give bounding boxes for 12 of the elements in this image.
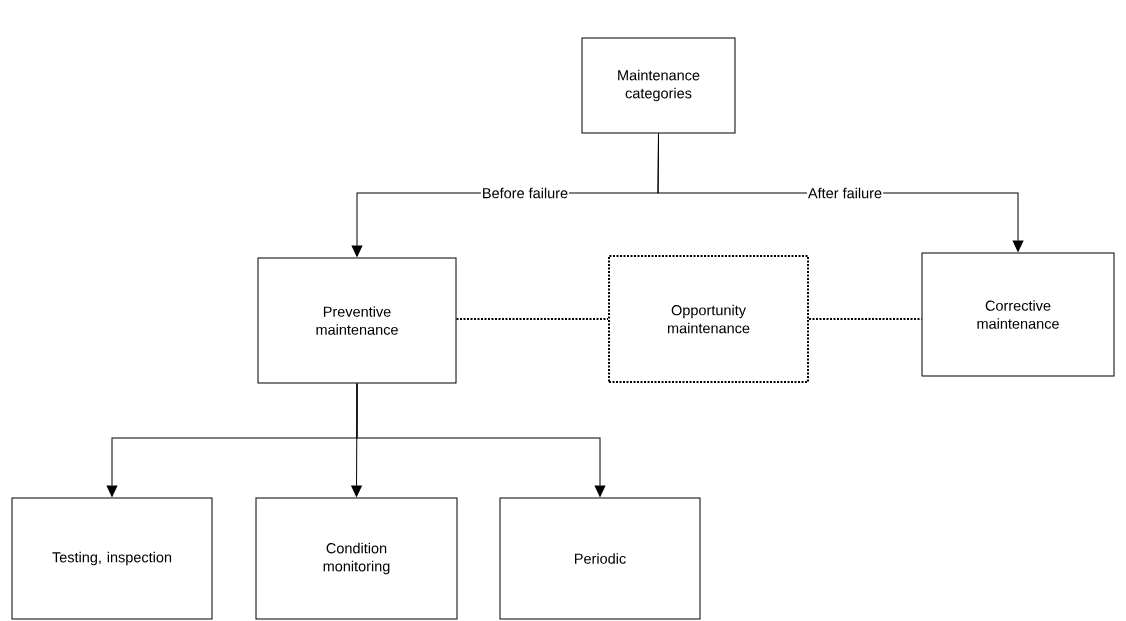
dotted-box: Opportunity maintenance xyxy=(608,255,809,383)
box: Corrective maintenance xyxy=(921,252,1115,377)
box: Condition monitoring xyxy=(255,497,458,620)
edge-label: After failure xyxy=(807,187,882,199)
connector-line xyxy=(808,318,923,320)
box: Maintenance categories xyxy=(581,37,736,134)
edge-label: Before failure xyxy=(483,187,568,199)
connector-line xyxy=(455,318,609,320)
box: Preventive maintenance xyxy=(257,257,457,384)
box: Periodic xyxy=(499,497,701,620)
box: Testing, inspection xyxy=(11,497,213,620)
arrow xyxy=(356,383,606,497)
